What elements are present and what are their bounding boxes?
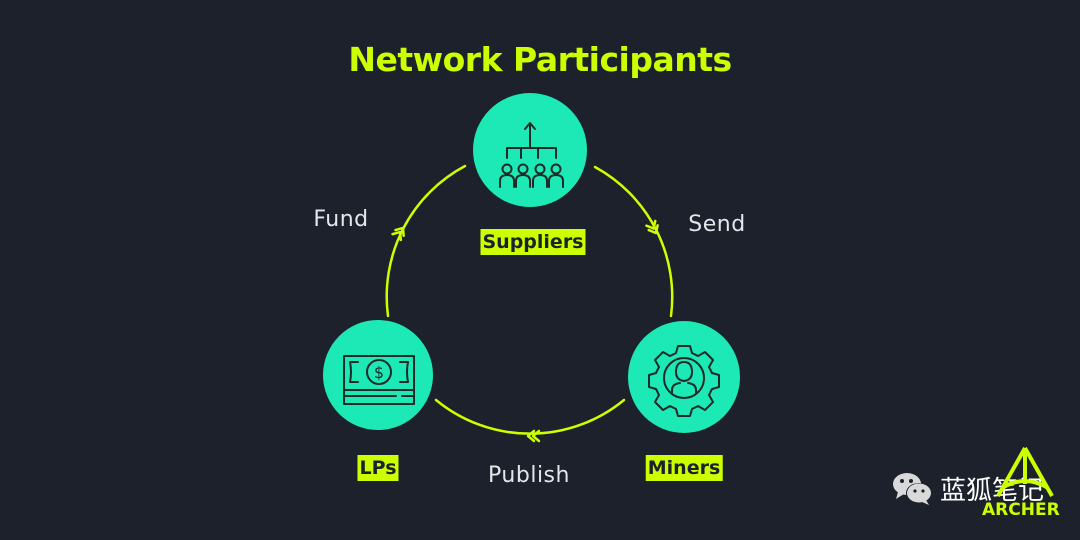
- watermark-brand: ARCHER: [982, 500, 1060, 520]
- diagram-title: Network Participants: [348, 40, 732, 79]
- cash-stack-icon: $: [343, 355, 415, 405]
- edge-label-publish: Publish: [488, 463, 570, 488]
- send-arrow-icon: [645, 219, 659, 235]
- edge-label-fund: Fund: [313, 207, 369, 232]
- wechat-icon: [893, 472, 932, 505]
- archer-logo-icon: [996, 447, 1054, 497]
- edge-fund-arc: [385, 164, 467, 318]
- publish-arrow-icon: [526, 429, 541, 443]
- gear-person-icon: [648, 345, 720, 417]
- edge-send-arc: [593, 165, 674, 318]
- node-label-lps: LPs: [357, 455, 399, 481]
- node-miners: [628, 321, 740, 433]
- org-chart-people-icon: [499, 122, 564, 188]
- edge-label-send: Send: [688, 212, 746, 237]
- node-label-suppliers: Suppliers: [480, 229, 586, 255]
- node-label-miners: Miners: [645, 455, 723, 481]
- svg-text:$: $: [374, 363, 384, 382]
- fund-arrow-icon: [391, 226, 405, 242]
- edge-publish-arc: [434, 398, 626, 435]
- node-suppliers: [473, 93, 587, 207]
- node-lps: $: [323, 320, 433, 430]
